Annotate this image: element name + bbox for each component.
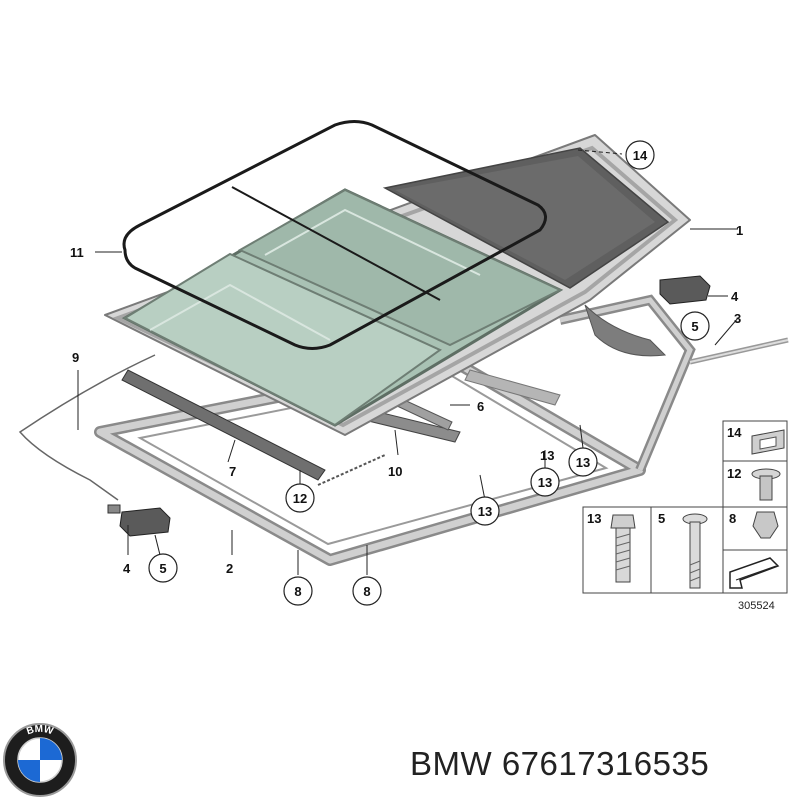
callout-4-right: 4 — [731, 289, 739, 304]
callout-9: 9 — [72, 350, 79, 365]
legend-14-text: 14 — [727, 425, 742, 440]
callout-13-a-text: 13 — [478, 504, 492, 519]
callout-3: 3 — [734, 311, 741, 326]
callout-12: 12 — [285, 483, 315, 513]
callout-3-text: 3 — [734, 311, 741, 326]
callout-13-d-text: 13 — [540, 448, 554, 463]
callout-14-text: 14 — [633, 148, 648, 163]
part-title: BMW 67617316535 — [410, 745, 709, 782]
callout-10-text: 10 — [388, 464, 402, 479]
callout-8-b-text: 8 — [363, 584, 370, 599]
nut-8-icon — [752, 511, 779, 539]
callout-4-right-text: 4 — [731, 289, 739, 304]
callout-6-text: 6 — [477, 399, 484, 414]
bmw-logo-text: BMW — [25, 724, 55, 738]
callout-11: 11 — [70, 245, 84, 260]
legend-8-text: 8 — [729, 511, 736, 526]
callout-5-right-text: 5 — [691, 319, 698, 334]
callout-9-text: 9 — [72, 350, 79, 365]
callout-1-text: 1 — [736, 223, 743, 238]
bmw-logo: BMW — [3, 723, 77, 797]
callout-11-text: 11 — [70, 245, 84, 260]
clip-14-icon — [751, 429, 785, 455]
callout-5-left: 5 — [148, 553, 178, 583]
callout-13-a: 13 — [470, 496, 500, 526]
svg-text:BMW: BMW — [25, 724, 55, 738]
callout-1: 1 — [736, 223, 743, 238]
callout-8-a: 8 — [283, 576, 313, 606]
legend-5-text: 5 — [658, 511, 665, 526]
seal-ring — [122, 120, 547, 350]
drain-cable — [18, 354, 156, 501]
fastener-legend — [582, 420, 788, 594]
callout-4-left: 4 — [123, 561, 131, 576]
callout-2-text: 2 — [226, 561, 233, 576]
drive-motor-left — [107, 504, 171, 537]
callout-10: 10 — [388, 464, 402, 479]
callout-14: 14 — [625, 140, 655, 170]
rivet-12-icon — [751, 468, 781, 501]
drawing-number: 305524 — [738, 600, 775, 612]
callout-13-d: 13 — [540, 448, 554, 463]
callout-4-left-text: 4 — [123, 561, 131, 576]
callout-5-right: 5 — [680, 311, 710, 341]
callout-5-left-text: 5 — [159, 561, 166, 576]
screw-5-icon — [682, 513, 708, 589]
callout-7: 7 — [229, 464, 236, 479]
callout-13-b-text: 13 — [538, 475, 552, 490]
bolt-13-icon — [610, 514, 636, 583]
direction-arrow-icon — [729, 557, 780, 589]
callout-8-b: 8 — [352, 576, 382, 606]
legend-13-text: 13 — [587, 511, 601, 526]
callout-2: 2 — [226, 561, 233, 576]
callout-12-text: 12 — [293, 491, 307, 506]
callout-6: 6 — [477, 399, 484, 414]
callout-8-a-text: 8 — [294, 584, 301, 599]
callout-13-c-text: 13 — [576, 455, 590, 470]
callout-13-b: 13 — [530, 467, 560, 497]
leader-lines — [77, 149, 739, 575]
drive-motor-right — [659, 275, 711, 305]
callout-13-c: 13 — [568, 447, 598, 477]
legend-labels: 14 12 13 5 8 — [587, 425, 742, 526]
callout-7-text: 7 — [229, 464, 236, 479]
legend-12-text: 12 — [727, 466, 741, 481]
